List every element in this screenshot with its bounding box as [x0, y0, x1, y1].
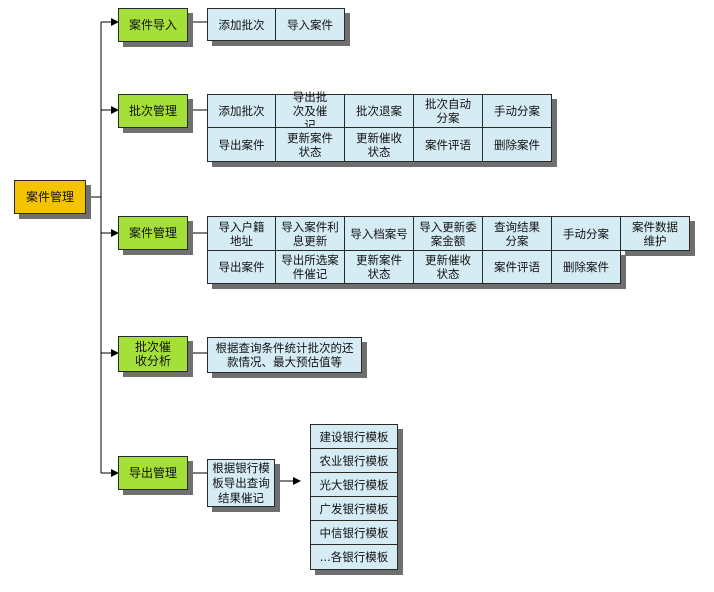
- leaf-item: 案件评语: [413, 127, 483, 162]
- leaf-item: 案件评语: [482, 250, 552, 284]
- leaf-item: 更新催收状态: [413, 250, 483, 284]
- batch-management-group: 添加批次 导出批次及催记 批次退案 批次自动分案 手动分案 导出案件 更新案件状…: [207, 90, 552, 162]
- bank-template-item: ...各银行模板: [310, 544, 398, 570]
- export-description: 根据银行模板导出查询结果催记: [207, 459, 275, 507]
- leaf-item: 查询结果分案: [482, 216, 552, 251]
- leaf-item: 导入户籍地址: [207, 216, 276, 251]
- leaf-item: 批次退案: [344, 94, 414, 128]
- bank-template-item: 广发银行模板: [310, 496, 398, 521]
- leaf-item: 删除案件: [551, 250, 621, 284]
- leaf-item: 删除案件: [482, 127, 552, 162]
- category-case-import: 案件导入: [118, 8, 188, 42]
- root-node: 案件管理: [14, 180, 86, 214]
- leaf-item: 更新案件状态: [344, 250, 414, 284]
- category-case-management: 案件管理: [118, 216, 188, 250]
- leaf-item: 导出所选案件催记: [275, 250, 345, 284]
- leaf-item: 导入案件: [275, 8, 345, 41]
- bank-template-item: 建设银行模板: [310, 424, 398, 449]
- leaf-item: 批次自动分案: [413, 94, 483, 128]
- leaf-item: 导入更新委案金额: [413, 216, 483, 251]
- category-export-management: 导出管理: [118, 456, 188, 490]
- batch-analysis-description: 根据查询条件统计批次的还款情况、最大预估值等: [207, 337, 362, 373]
- leaf-item: 手动分案: [551, 216, 621, 251]
- case-management-group: 导入户籍地址 导入案件利息更新 导入档案号 导入更新委案金额 查询结果分案 手动…: [207, 216, 690, 251]
- leaf-item: 更新催收状态: [344, 127, 414, 162]
- leaf-item: 导入档案号: [344, 216, 414, 251]
- bank-template-item: 光大银行模板: [310, 472, 398, 497]
- leaf-item: 添加批次: [207, 8, 276, 41]
- leaf-item: 导出批次及催记: [275, 90, 345, 132]
- leaf-item: 导出案件: [207, 250, 276, 284]
- category-batch-management: 批次管理: [118, 94, 188, 128]
- bank-template-item: 农业银行模板: [310, 448, 398, 473]
- leaf-item: 添加批次: [207, 94, 276, 128]
- leaf-item: 导入案件利息更新: [275, 216, 345, 251]
- leaf-item: 手动分案: [482, 94, 552, 128]
- case-management-group-row2: 导出案件 导出所选案件催记 更新案件状态 更新催收状态 案件评语 删除案件: [207, 250, 621, 284]
- leaf-item: 案件数据维护: [620, 216, 690, 251]
- bank-template-list: 建设银行模板 农业银行模板 光大银行模板 广发银行模板 中信银行模板 ...各银…: [310, 424, 398, 570]
- category-batch-collection-analysis: 批次催收分析: [118, 336, 188, 372]
- case-import-group: 添加批次 导入案件: [207, 8, 345, 41]
- leaf-item: 导出案件: [207, 127, 276, 162]
- bank-template-item: 中信银行模板: [310, 520, 398, 545]
- leaf-item: 更新案件状态: [275, 127, 345, 162]
